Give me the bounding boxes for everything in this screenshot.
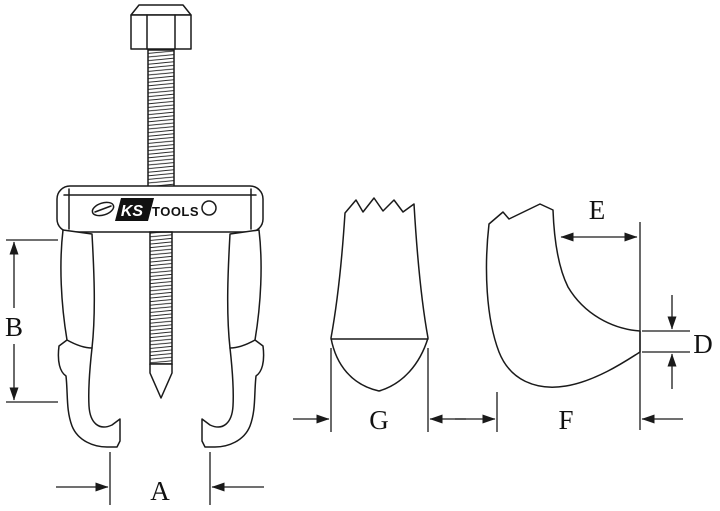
threaded-spindle-upper (147, 49, 175, 189)
slot-hole (91, 201, 115, 217)
dimension-e: E (560, 195, 641, 430)
dim-a-label: A (150, 476, 170, 506)
ks-tools-logo: KS TOOLS (115, 198, 199, 221)
dim-b-label: B (5, 312, 23, 342)
threaded-spindle-lower (149, 231, 173, 365)
puller-leg-left (57, 229, 121, 448)
dimension-f: F (455, 392, 683, 435)
dimension-b: B (5, 239, 58, 403)
logo-tools-text: TOOLS (152, 204, 199, 219)
jaw-side-view (485, 203, 641, 388)
logo-box (115, 198, 154, 221)
dimension-d: D (642, 295, 713, 389)
dim-d-label: D (693, 329, 713, 359)
hex-head (130, 4, 192, 50)
puller-leg-right (201, 229, 265, 448)
dim-e-label: E (589, 195, 606, 225)
logo-ks-text: KS (121, 203, 144, 220)
dimension-a: A (56, 452, 264, 506)
crossbar: KS TOOLS (56, 185, 264, 233)
round-hole (201, 200, 217, 216)
jaw-front-view (330, 197, 429, 392)
dim-g-label: G (369, 405, 389, 435)
puller-assembly: KS TOOLS (56, 4, 265, 448)
dim-f-label: F (558, 405, 573, 435)
spindle-cone-tip (149, 363, 173, 399)
